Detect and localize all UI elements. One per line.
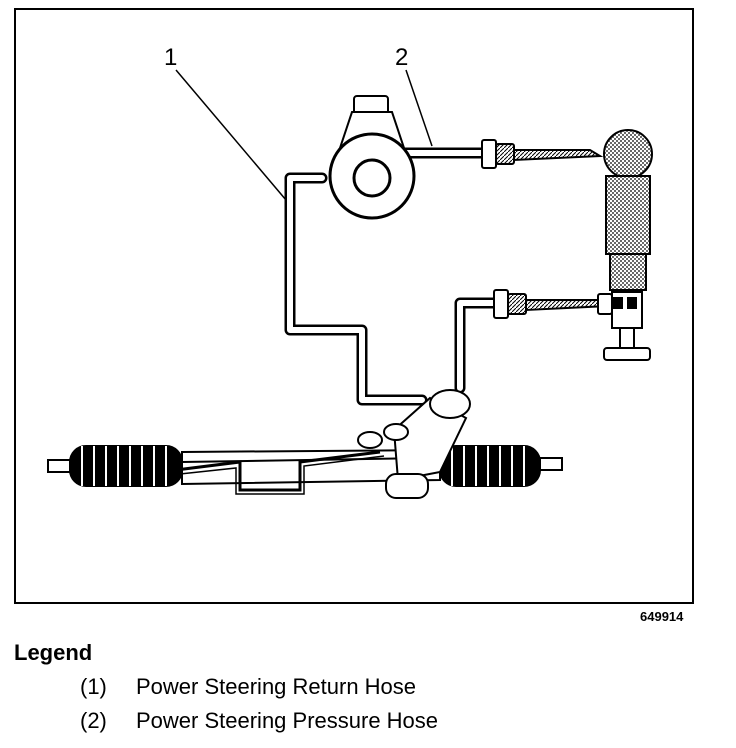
legend-item-number: (2): [80, 708, 107, 733]
return-hose: [284, 172, 428, 406]
callout-1-label: 1: [164, 44, 178, 71]
legend-list: (1) Power Steering Return Hose (2) Power S…: [80, 676, 438, 744]
feed-hose-fitting: [493, 289, 613, 319]
callout-2-label: 2: [395, 44, 409, 71]
rack-feed-hose: [454, 297, 500, 394]
legend-title: Legend: [14, 640, 93, 665]
power-steering-pump: [328, 95, 416, 220]
callout-2-leader: [405, 69, 433, 147]
legend-item-label: Power Steering Pressure Hose: [136, 708, 439, 733]
cooler-assembly: [603, 129, 653, 361]
legend-item: (2) Power Steering Pressure Hose: [80, 710, 438, 744]
left-boot: [69, 445, 183, 487]
steering-rack: [47, 389, 563, 499]
pressure-hose-fitting: [481, 139, 604, 169]
legend-item-number: (1): [80, 674, 107, 699]
callout-leaders: [175, 69, 433, 201]
right-boot: [439, 445, 541, 487]
figure-id: 649914: [640, 609, 684, 624]
legend-item: (1) Power Steering Return Hose: [80, 676, 438, 710]
legend-item-label: Power Steering Return Hose: [136, 674, 417, 699]
callout-1-leader: [175, 69, 287, 201]
